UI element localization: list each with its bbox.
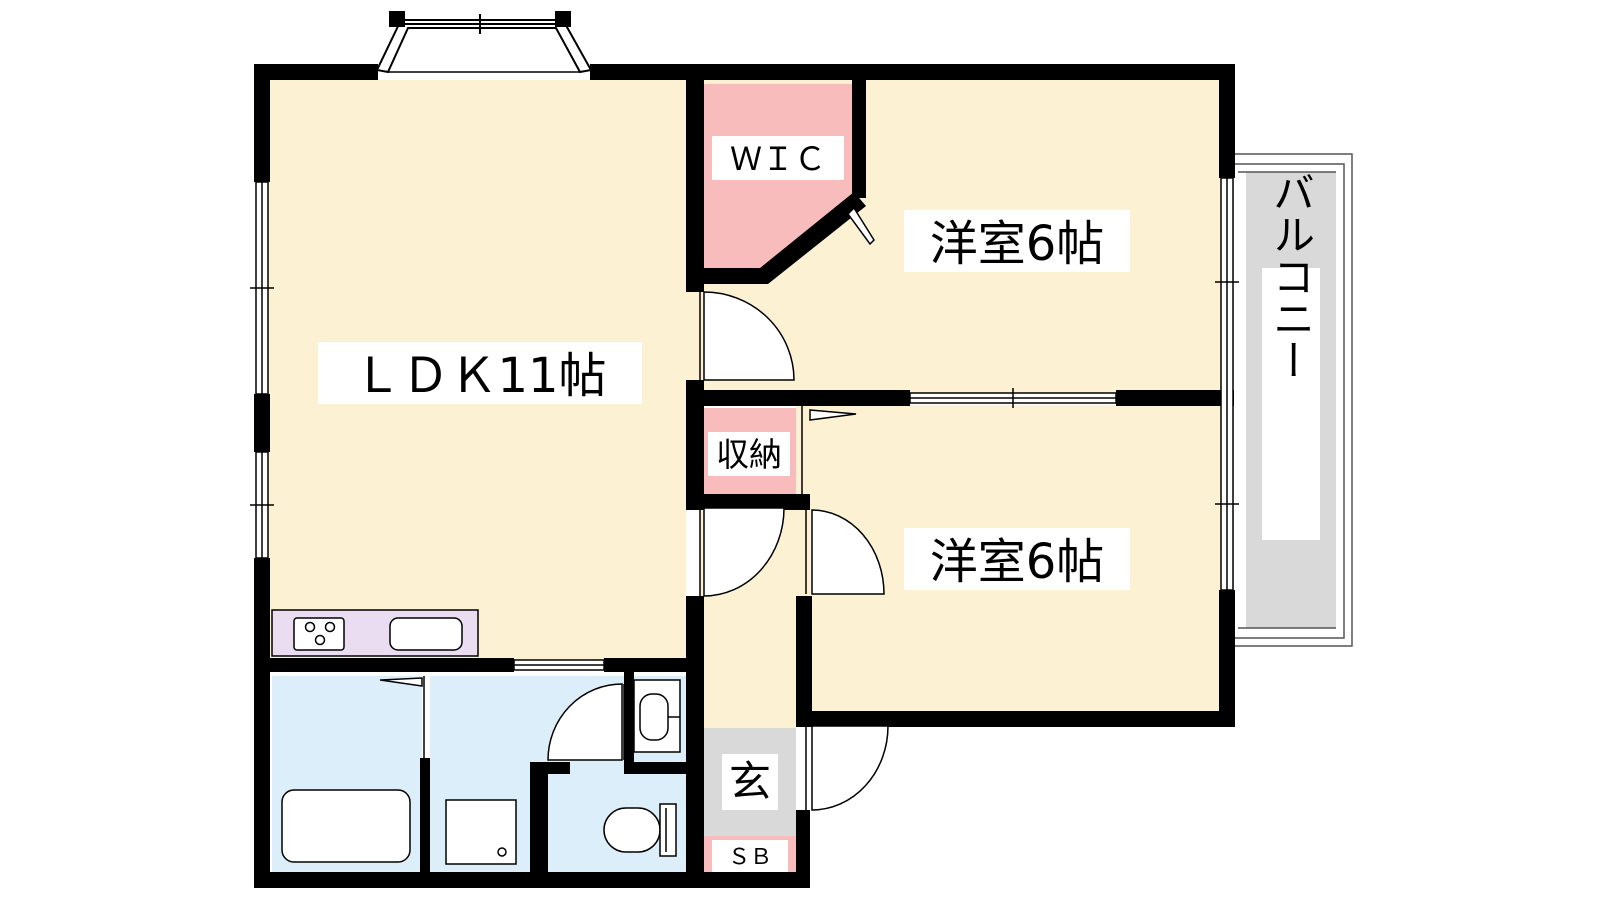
- bathtub-icon: [281, 789, 411, 863]
- wash-basin-icon: [633, 679, 681, 753]
- room-label-entrance: 玄: [729, 757, 771, 806]
- windows: [250, 177, 1239, 671]
- washing-machine-pan-icon: [445, 799, 517, 865]
- room-label-wic: ＷＩＣ: [730, 140, 826, 178]
- room-label-storage: 収納: [716, 435, 782, 474]
- labels: ＬＤＫ11帖 洋室6帖 洋室6帖 ＷＩＣ 収納 玄 ＳＢ バルコニー: [318, 136, 1320, 872]
- kitchen-counter: [271, 609, 479, 657]
- room-label-bedroom-south: 洋室6帖: [930, 534, 1105, 590]
- room-label-bedroom-north: 洋室6帖: [930, 216, 1105, 272]
- door-toilet: [547, 683, 623, 761]
- balcony-railing: [1234, 153, 1353, 647]
- door-hall-ldk: [703, 507, 785, 597]
- door-storage-folding: [809, 409, 857, 421]
- room-label-shoe-box: ＳＢ: [728, 845, 772, 870]
- door-wic-folding: [847, 206, 875, 246]
- bay-window: [375, 11, 593, 74]
- door-bedroom-south: [811, 509, 885, 595]
- door-front: [811, 725, 889, 811]
- room-label-balcony: バルコニー: [1267, 171, 1316, 381]
- toilet-icon: [603, 803, 677, 857]
- walls: [254, 64, 1235, 888]
- floors: [266, 80, 1336, 876]
- doors: [379, 206, 889, 811]
- stove-icon: [293, 617, 345, 651]
- door-bath-folding: [379, 677, 423, 687]
- room-label-ldk: ＬＤＫ11帖: [353, 348, 606, 404]
- door-bedroom-north: [703, 291, 795, 381]
- sink-icon: [389, 617, 463, 651]
